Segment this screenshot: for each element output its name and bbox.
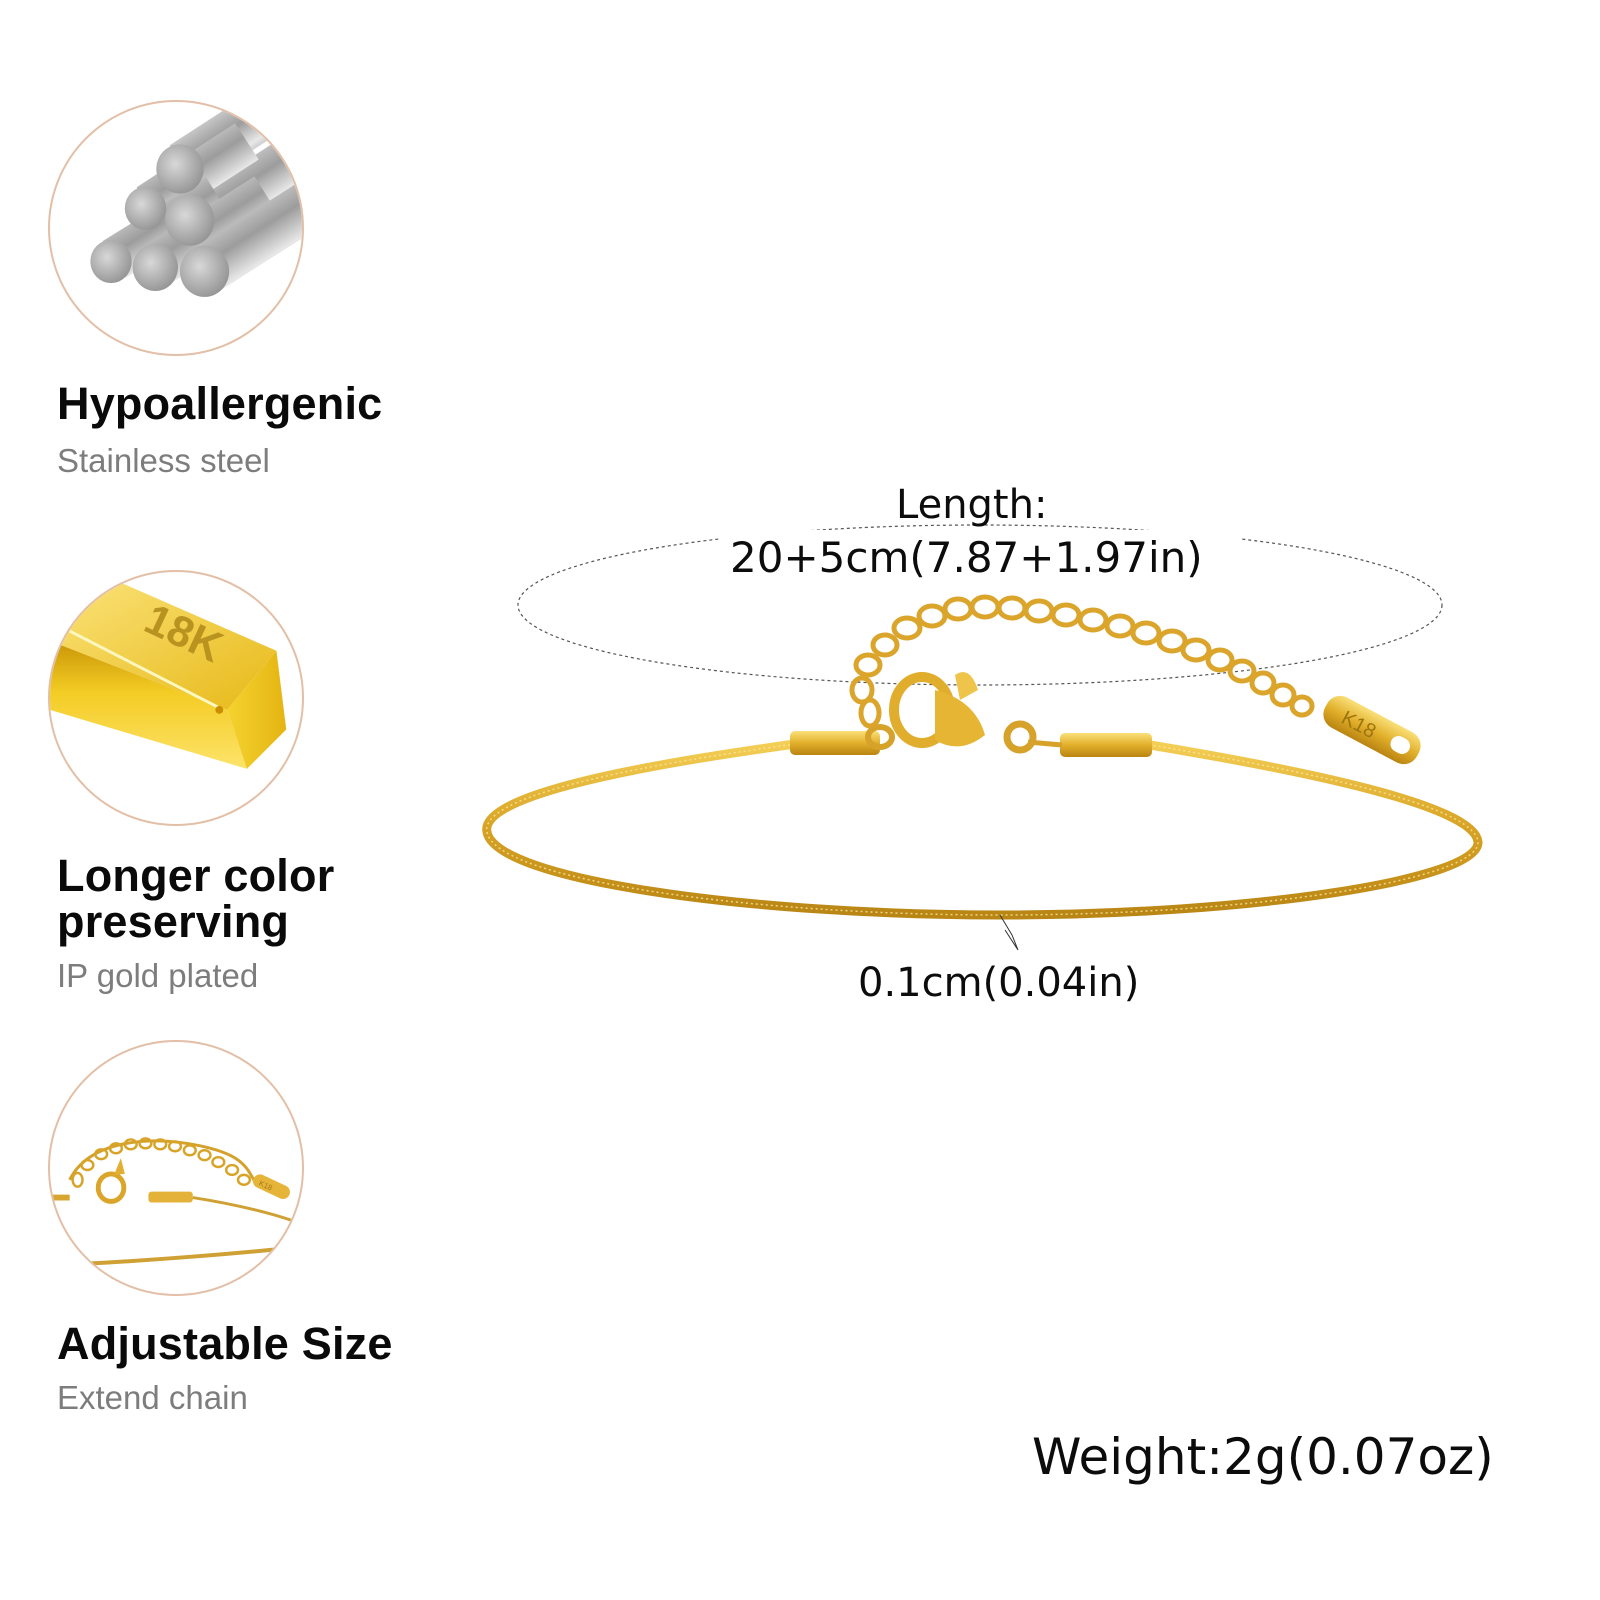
feature-title-color-line2: preserving	[57, 896, 290, 947]
k18-tag: K18	[1323, 695, 1421, 765]
extender-chain	[849, 594, 1315, 729]
end-cap-right	[1060, 733, 1152, 757]
feature-subtitle-stainless-steel: Stainless steel	[57, 442, 270, 479]
steel-rods-image	[48, 100, 304, 356]
feature-title-color-line1: Longer color	[57, 850, 335, 901]
gold-bar-icon: 18K	[50, 581, 287, 769]
feature-title-hypoallergenic: Hypoallergenic	[57, 378, 383, 429]
width-value: 0.1cm(0.04in)	[858, 960, 1140, 1006]
length-label: Length:	[896, 482, 1048, 528]
feature-subtitle-extend-chain: Extend chain	[57, 1379, 248, 1416]
lobster-clasp	[889, 672, 985, 748]
extender-chain-icon: K18	[50, 1137, 302, 1266]
weight-value: Weight:2g(0.07oz)	[1032, 1428, 1494, 1486]
feature-title-adjustable: Adjustable Size	[57, 1318, 393, 1369]
end-cap-left	[790, 731, 880, 755]
extender-chain-image: K18	[48, 1040, 304, 1296]
tag-engraving: K18	[1338, 707, 1380, 743]
feature-subtitle-ip-gold: IP gold plated	[57, 957, 259, 994]
width-indicator	[999, 914, 1019, 951]
gold-bar-image: 18K	[48, 570, 304, 826]
length-value: 20+5cm(7.87+1.97in)	[730, 533, 1203, 582]
snake-chain	[482, 737, 1483, 920]
steel-rods-icon	[90, 102, 302, 297]
